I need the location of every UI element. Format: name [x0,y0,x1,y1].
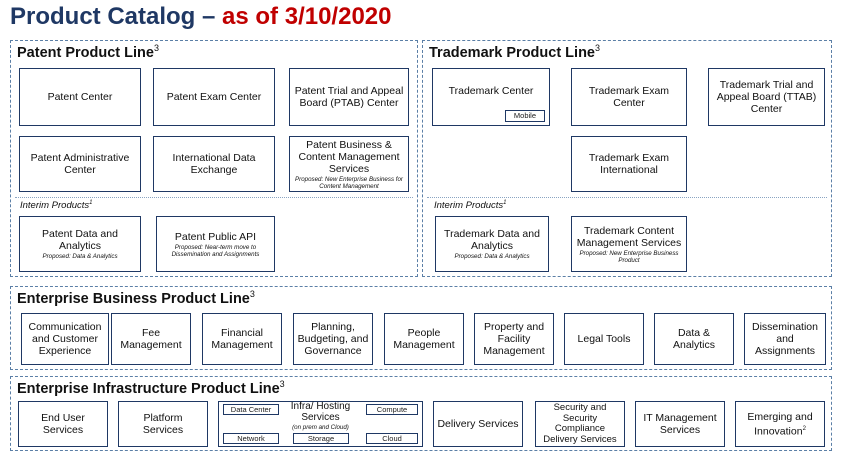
enterprise-business-product-line: Enterprise Business Product Line3 Commun… [10,286,832,370]
hosting-services-label: Infra/ Hosting Services [290,401,351,423]
people-management-box[interactable]: People Management [384,313,464,365]
trademark-interim-label: Interim Products1 [434,200,507,212]
security-compliance-box[interactable]: Security and Security Compliance Deliver… [535,401,625,447]
hosting-services-sub: (on prem and Cloud) [292,424,349,431]
fee-management-box[interactable]: Fee Management [111,313,191,365]
delivery-services-box[interactable]: Delivery Services [433,401,523,447]
data-analytics-box[interactable]: Data & Analytics [654,313,734,365]
enterprise-infrastructure-section-title: Enterprise Infrastructure Product Line3 [17,379,285,397]
patent-exam-center-box[interactable]: Patent Exam Center [153,68,275,126]
ttab-center-box[interactable]: Trademark Trial and Appeal Board (TTAB) … [708,68,825,126]
patent-section-title: Patent Product Line3 [17,43,159,61]
patent-business-content-management-box[interactable]: Patent Business & Content Management Ser… [289,136,409,192]
trademark-section-title: Trademark Product Line3 [429,43,601,61]
trademark-product-line: Trademark Product Line3 Trademark Center… [422,40,832,277]
it-management-services-box[interactable]: IT Management Services [635,401,725,447]
enterprise-business-section-title: Enterprise Business Product Line3 [17,289,255,307]
trademark-interim-divider [427,197,827,198]
patent-product-line: Patent Product Line3 Patent Center Paten… [10,40,418,277]
international-data-exchange-box[interactable]: International Data Exchange [153,136,275,192]
page-title: Product Catalog – as of 3/10/2020 [10,3,391,31]
end-user-services-box[interactable]: End User Services [18,401,108,447]
financial-management-box[interactable]: Financial Management [202,313,282,365]
dissemination-assignments-box[interactable]: Dissemination and Assignments [744,313,826,365]
storage-chip[interactable]: Storage [293,433,349,444]
enterprise-infrastructure-product-line: Enterprise Infrastructure Product Line3 … [10,376,832,451]
trademark-exam-international-box[interactable]: Trademark Exam International [571,136,687,192]
compute-chip[interactable]: Compute [366,404,418,415]
patent-interim-divider [15,197,413,198]
patent-center-box[interactable]: Patent Center [19,68,141,126]
legal-tools-box[interactable]: Legal Tools [564,313,644,365]
patent-administrative-center-box[interactable]: Patent Administrative Center [19,136,141,192]
communication-customer-experience-box[interactable]: Communication and Customer Experience [21,313,109,365]
patent-interim-label: Interim Products1 [20,200,93,212]
property-facility-management-box[interactable]: Property and Facility Management [474,313,554,365]
mobile-badge[interactable]: Mobile [504,110,545,122]
platform-services-box[interactable]: Platform Services [118,401,208,447]
planning-budgeting-governance-box[interactable]: Planning, Budgeting, and Governance [293,313,373,365]
network-chip[interactable]: Network [223,433,279,444]
infra-hosting-services-box[interactable]: Data Center Compute Infra/ Hosting Servi… [218,401,423,447]
title-date: as of 3/10/2020 [222,3,392,30]
cloud-chip[interactable]: Cloud [366,433,418,444]
title-text: Product Catalog – [10,3,223,30]
ptab-center-box[interactable]: Patent Trial and Appeal Board (PTAB) Cen… [289,68,409,126]
data-center-chip[interactable]: Data Center [223,404,279,415]
emerging-innovation-box[interactable]: Emerging and Innovation2 [735,401,825,447]
trademark-exam-center-box[interactable]: Trademark Exam Center [571,68,687,126]
